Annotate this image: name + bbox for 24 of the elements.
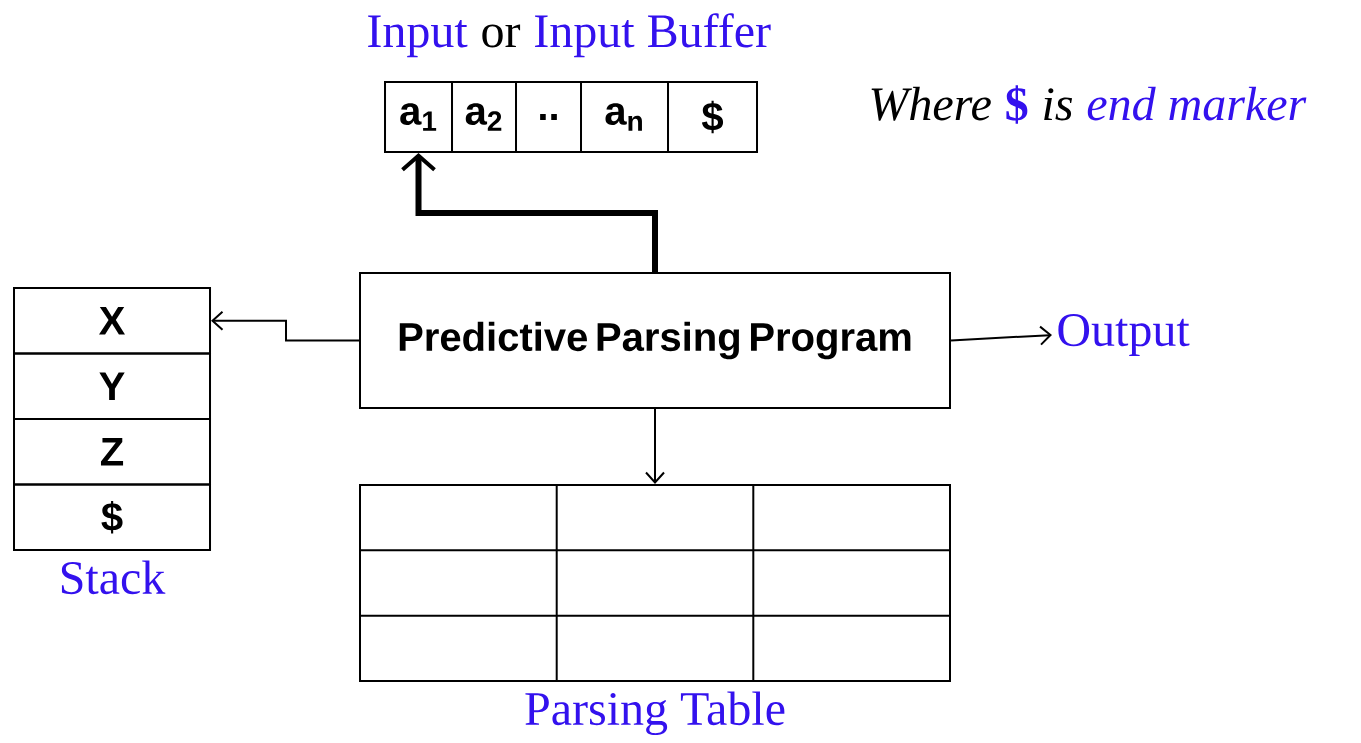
buffer-cell: $ — [667, 81, 758, 153]
arrow — [211, 310, 360, 342]
stack-cell: Z — [13, 418, 211, 486]
node-label: Stack — [61, 560, 166, 595]
stack-cell: Y — [13, 352, 211, 420]
buffer-cell: a$_{n}$ — [580, 81, 669, 153]
buffer-cell: .. — [515, 81, 582, 153]
output-text: Output — [1058, 314, 1190, 356]
stack-cell: X — [13, 287, 211, 355]
note-text: end marker — [1087, 86, 1307, 121]
heading-text: Input Buffer — [535, 13, 771, 58]
arrow — [401, 153, 658, 272]
process-box: Predictive Parsing Program — [359, 272, 951, 409]
heading-text: Input — [368, 15, 468, 58]
heading-text: or — [482, 24, 521, 48]
note-text: Where — [871, 86, 991, 121]
buffer-cell: a$_{1}$ — [384, 81, 453, 153]
buffer-cell: a$_{2}$ — [451, 81, 517, 153]
node-label: Parsing Table — [525, 691, 785, 736]
arrow — [645, 408, 665, 484]
note-text: is — [1044, 88, 1073, 121]
arrow — [950, 325, 1052, 346]
stack-cell: $ — [13, 483, 211, 551]
note-text: $ — [1006, 85, 1028, 124]
